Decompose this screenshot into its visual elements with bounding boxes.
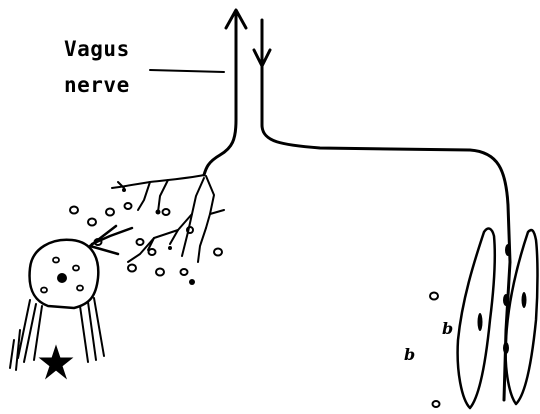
small-b-label-1: b <box>442 319 453 338</box>
muscle-cell-left <box>458 229 495 408</box>
smooth-muscle-cells <box>458 229 538 408</box>
star-icon <box>40 346 72 378</box>
label-leader-line <box>150 70 224 72</box>
efferent-trunk <box>262 20 510 400</box>
vesicles <box>70 188 222 285</box>
efferent-fiber <box>254 20 510 400</box>
right-vesicles <box>430 293 440 408</box>
small-b-label-2: b <box>404 345 415 364</box>
nerve-terminal-branches <box>112 175 224 262</box>
afferent-fiber <box>204 10 246 175</box>
afferent-trunk <box>204 12 236 175</box>
